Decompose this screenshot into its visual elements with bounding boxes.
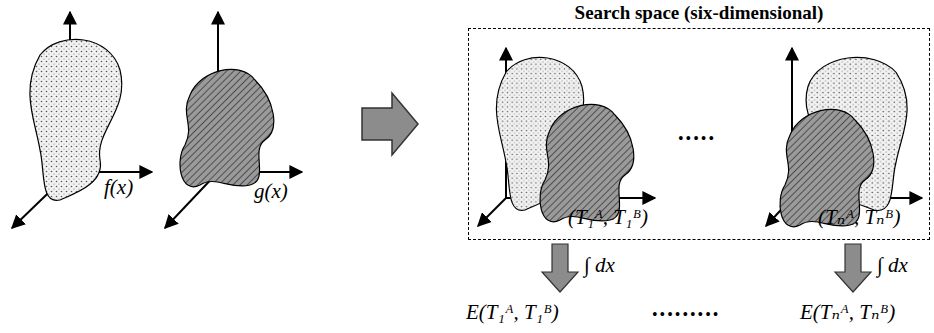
search-space-box: Search space (six-dimensional) [468, 2, 930, 240]
function-label: g(x) [254, 180, 288, 203]
energy-label: E(T₁ᴬ, T₁ᴮ) [466, 301, 559, 324]
pose-label: (Tₙᴬ, Tₙᴮ) [818, 206, 900, 229]
box-heading: Search space (six-dimensional) [468, 2, 930, 24]
energy-label: E(Tₙᴬ, Tₙᴮ) [800, 301, 895, 324]
ellipsis: ••••••••• [652, 306, 720, 324]
integral-label: ∫ dx [877, 254, 908, 277]
pose-label: (T₁ᴬ, T₁ᴮ) [568, 206, 648, 229]
integral-label: ∫ dx [584, 254, 615, 277]
function-label: f(x) [104, 176, 133, 199]
ellipsis: ••••• [678, 130, 716, 148]
